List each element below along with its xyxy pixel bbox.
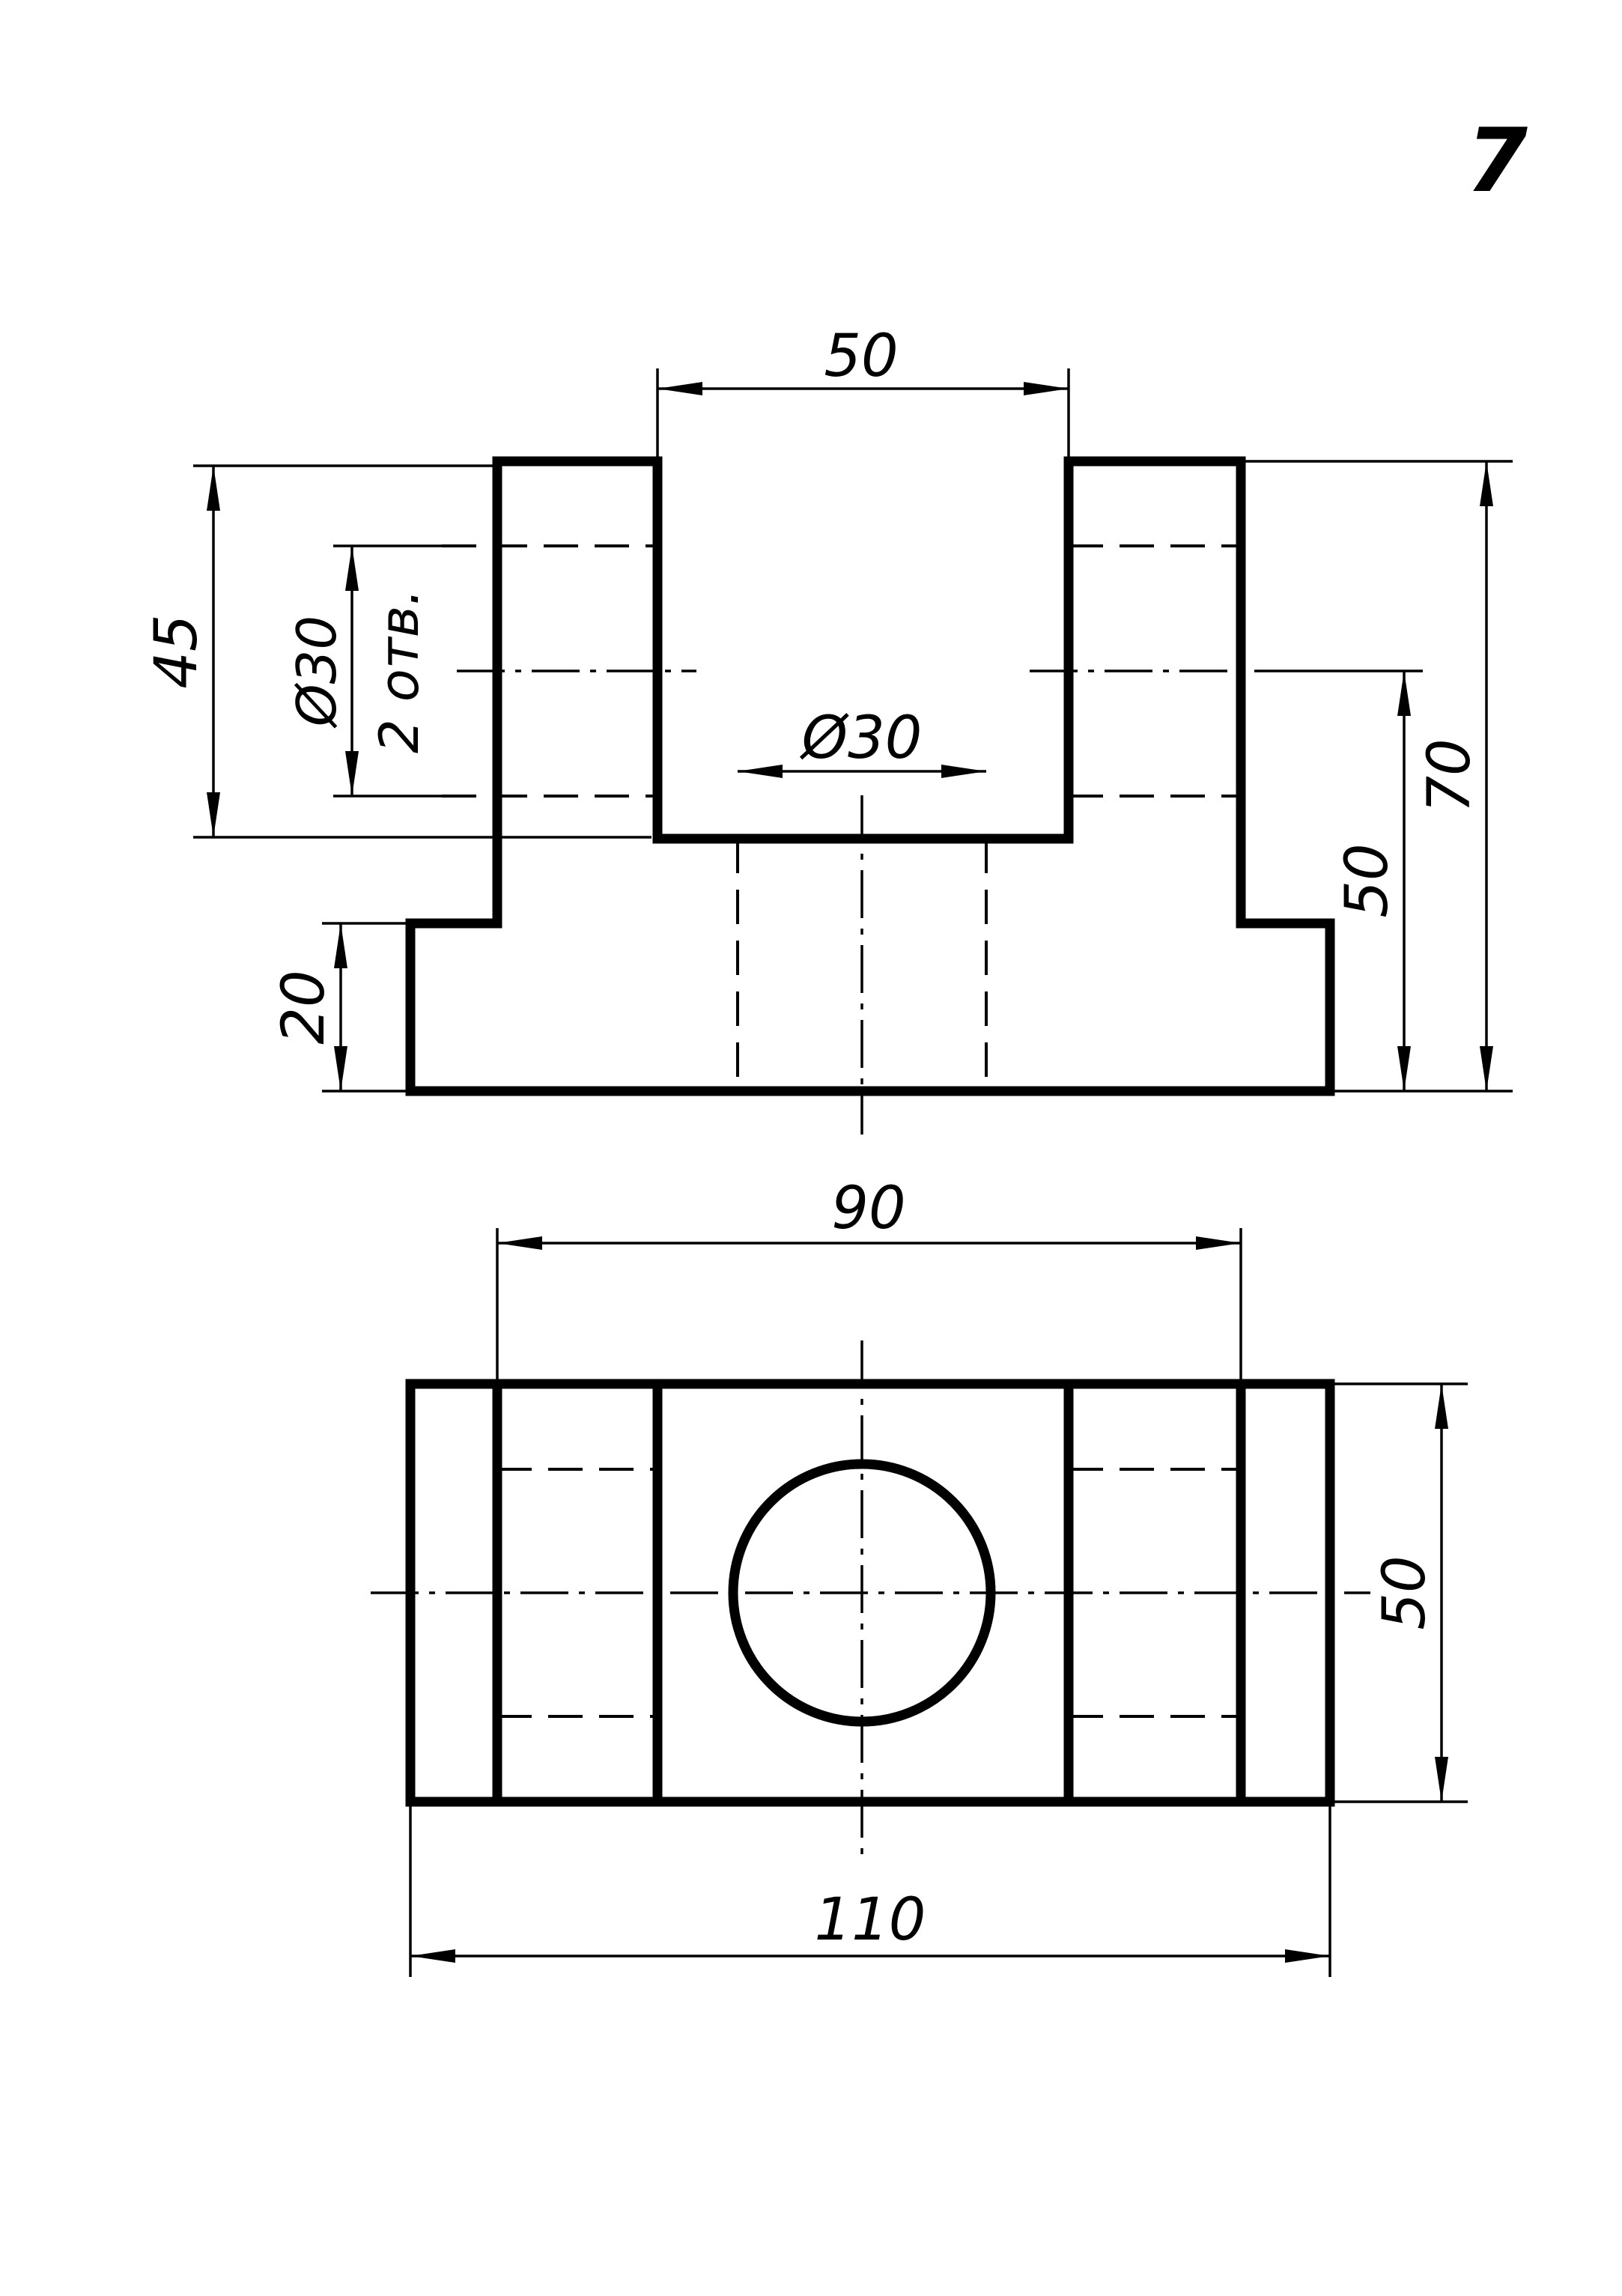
dim-upright-span: 90 [496,1175,1242,1380]
dim-top-height-label: 45 [143,614,210,688]
dim-slot-width: 50 [656,323,1070,458]
dim-total-height: 70 [1245,460,1513,1091]
dim-total-width-label: 110 [815,1886,926,1954]
dim-base-height: 20 [270,922,407,1093]
dim-hole-axis-height: 50 [1273,669,1513,1093]
dim-slot-width-label: 50 [824,323,898,390]
sheet-number: 7 [1466,109,1528,212]
dim-depth-label: 50 [1371,1555,1439,1630]
dim-top-height: 45 [143,464,651,839]
front-view-outline [405,456,1335,1096]
dim-hole-count-label: 2 отв. [368,589,431,753]
dim-total-width: 110 [409,1806,1331,1977]
dim-upright-span-label: 90 [831,1175,905,1242]
dim-base-height-label: 20 [270,970,338,1044]
dim-hole-diameter: Ø30 2 отв. [285,544,442,798]
dim-total-height-label: 70 [1416,738,1483,813]
top-view: 90 50 110 [371,1175,1468,1977]
dim-hole-diameter-label: Ø30 [285,616,348,729]
dim-vertical-hole-diameter: Ø30 [738,705,986,778]
dim-depth: 50 [1334,1382,1468,1803]
dim-vertical-hole-diameter-label: Ø30 [800,705,923,772]
front-view: 50 45 Ø30 2 отв. Ø30 [143,323,1513,1135]
dim-hole-axis-height-label: 50 [1334,843,1401,917]
